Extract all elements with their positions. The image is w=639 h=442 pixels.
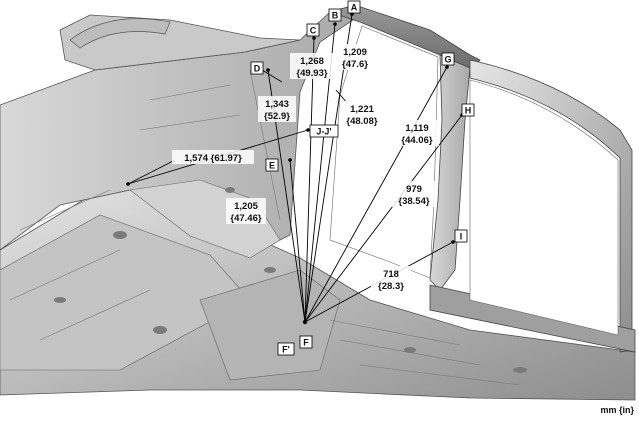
- svg-text:{47.6}: {47.6}: [342, 59, 368, 70]
- svg-text:F: F: [303, 338, 309, 348]
- svg-text:{38.54}: {38.54}: [398, 196, 429, 207]
- svg-text:{48.08}: {48.08}: [346, 116, 377, 127]
- b-pillar: [429, 54, 471, 291]
- svg-text:1,209: 1,209: [343, 47, 367, 58]
- point-label-i: I: [454, 229, 468, 243]
- point-label-a: A: [347, 0, 361, 14]
- svg-text:979: 979: [406, 184, 422, 195]
- car-body-illustration: [0, 4, 636, 401]
- svg-text:H: H: [465, 106, 472, 116]
- svg-text:1,574 {61.97}: 1,574 {61.97}: [184, 153, 242, 164]
- svg-text:1,119: 1,119: [405, 123, 428, 134]
- svg-text:1,268: 1,268: [300, 56, 324, 67]
- point-label-c: C: [306, 23, 320, 37]
- point-label-e: E: [265, 158, 279, 172]
- point-label-b: B: [328, 8, 342, 22]
- svg-text:A: A: [351, 3, 358, 13]
- dimension-jj: 1,574 {61.97}: [172, 150, 254, 164]
- svg-text:1,221: 1,221: [350, 104, 374, 115]
- point-label-g: G: [441, 52, 455, 66]
- unit-note: mm {in}: [600, 405, 634, 415]
- svg-text:1,343: 1,343: [265, 99, 289, 110]
- svg-text:C: C: [310, 26, 317, 36]
- rear-loop: [69, 18, 171, 49]
- svg-text:J-J': J-J': [316, 127, 331, 137]
- dimension-i: 718 {28.3}: [371, 266, 411, 292]
- svg-text:G: G: [444, 55, 451, 65]
- svg-text:D: D: [254, 64, 261, 74]
- svg-text:E: E: [269, 161, 275, 171]
- svg-text:F': F': [282, 345, 290, 355]
- dimension-c: 1,268 {49.93}: [290, 53, 334, 79]
- center-tunnel: [199, 269, 341, 381]
- svg-text:1,205: 1,205: [234, 201, 258, 212]
- dimension-a: 1,209 {47.6}: [336, 44, 374, 70]
- point-label-h: H: [461, 103, 475, 117]
- svg-text:718: 718: [383, 269, 399, 280]
- dimension-d: 1,343 {52.9}: [258, 96, 296, 122]
- dimension-g: 1,119 {44.06}: [395, 120, 439, 146]
- panel-holes: [54, 187, 527, 373]
- svg-text:{52.9}: {52.9}: [264, 111, 290, 122]
- dimension-e: 1,205 {47.46}: [226, 198, 266, 224]
- point-label-d: D: [250, 61, 264, 75]
- point-label-jj: J-J': [309, 124, 339, 138]
- svg-text:B: B: [332, 11, 339, 21]
- point-label-f-prime: F': [277, 342, 295, 356]
- svg-text:{44.06}: {44.06}: [401, 135, 432, 146]
- dimension-b: 1,221 {48.08}: [341, 101, 383, 127]
- front-door-frame: [469, 59, 633, 353]
- point-label-f: F: [299, 335, 313, 349]
- dimension-h: 979 {38.54}: [392, 181, 436, 207]
- front-window-opening: [469, 79, 619, 336]
- svg-text:I: I: [460, 232, 463, 242]
- svg-text:{49.93}: {49.93}: [296, 68, 327, 79]
- svg-text:{47.46}: {47.46}: [230, 213, 261, 224]
- svg-text:{28.3}: {28.3}: [378, 281, 404, 292]
